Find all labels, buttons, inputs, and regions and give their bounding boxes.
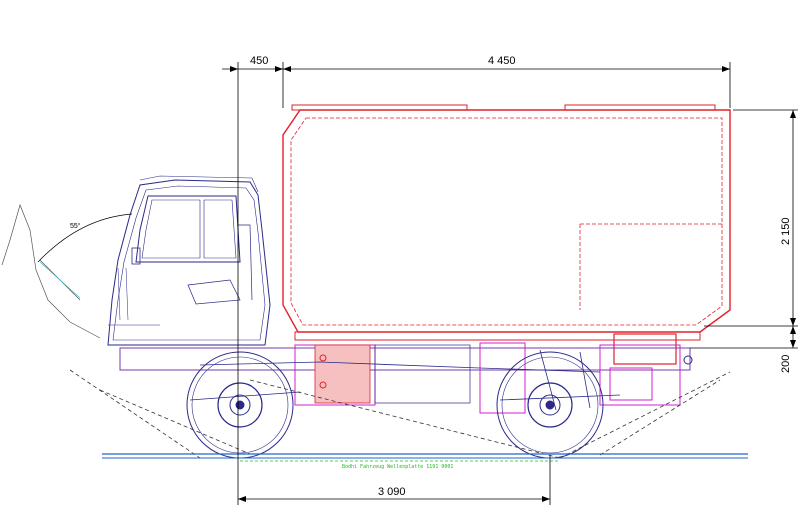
dimension-arrows: [230, 66, 796, 502]
rear-wheel: [496, 351, 604, 459]
wheelbase-dimension: 3 090: [378, 486, 406, 498]
tilt-line: [39, 261, 81, 299]
body-height-dimension: 2 150: [780, 217, 792, 245]
box-body: [282, 104, 731, 365]
frame-clearance-dimension: 200: [780, 355, 792, 373]
clearance-lines: [69, 369, 731, 459]
ground-note: Bodhi Fahrzeug Wellenplatte 1191 0001: [342, 464, 453, 470]
front-wheel: [186, 351, 294, 459]
body-length-dimension: 4 450: [488, 55, 516, 67]
tilt-arc: [37, 213, 133, 263]
tilt-angle-label: 55°: [70, 222, 81, 230]
ground-line: [102, 453, 748, 462]
front-overhang-dimension: 450: [250, 55, 268, 67]
dimension-lines: [222, 62, 798, 505]
cab: [107, 175, 271, 346]
chassis: [119, 342, 693, 414]
